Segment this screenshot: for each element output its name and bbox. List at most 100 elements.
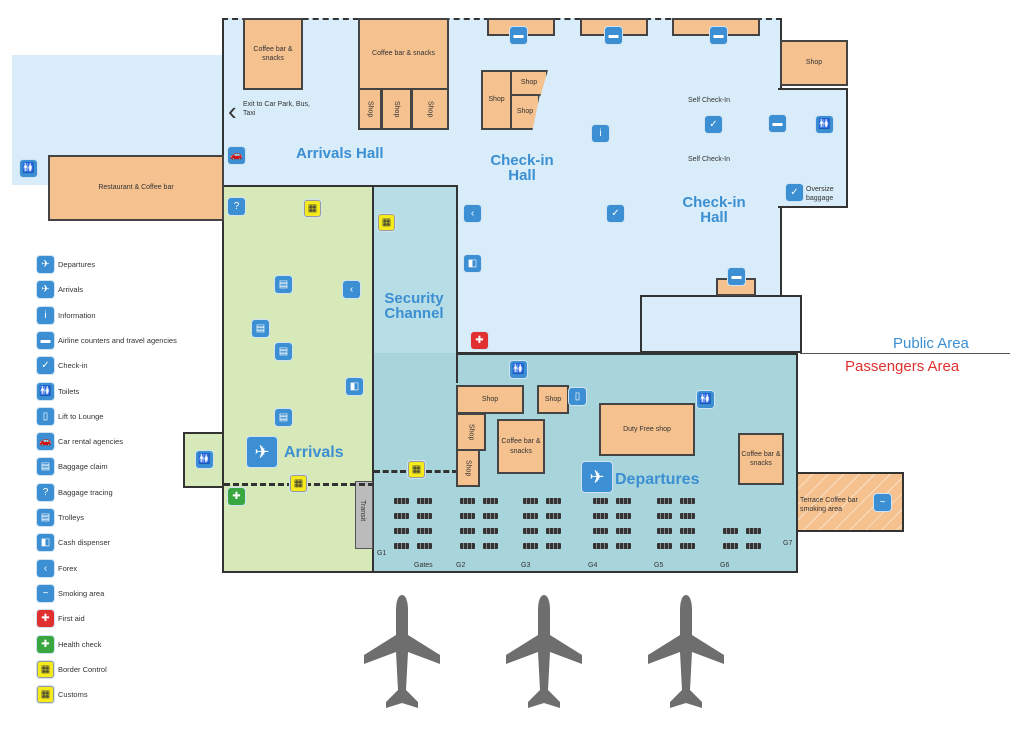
oversize-baggage-label: Oversize baggage bbox=[806, 186, 834, 203]
seat-row bbox=[679, 542, 696, 550]
cash-dispenser-icon[interactable]: ◧ bbox=[464, 255, 481, 272]
seat-row bbox=[545, 497, 562, 505]
toilets-icon[interactable]: 🚻 bbox=[816, 116, 833, 133]
restaurant: Restaurant & Coffee bar bbox=[48, 155, 224, 221]
seat-row bbox=[545, 512, 562, 520]
lift-icon: ▯ bbox=[37, 407, 54, 425]
seat-row bbox=[615, 542, 632, 550]
seat-row bbox=[459, 527, 476, 535]
arrivals-annex bbox=[183, 432, 224, 488]
seat-row bbox=[615, 512, 632, 520]
trolley-icon[interactable]: ▤ bbox=[252, 320, 269, 337]
shop: Shop bbox=[537, 385, 569, 414]
airline-counter-icon[interactable]: ▬ bbox=[710, 27, 727, 44]
coffee-bar: Coffee bar & snacks bbox=[243, 18, 303, 90]
seat-row bbox=[416, 527, 433, 535]
seat-row bbox=[615, 527, 632, 535]
aircraft-parking bbox=[364, 595, 724, 708]
toilets-icon[interactable]: 🚻 bbox=[196, 451, 213, 468]
legend-item: ▯Lift to Lounge bbox=[37, 407, 103, 425]
airline-counter-icon[interactable]: ▬ bbox=[728, 268, 745, 285]
departures-zone-left bbox=[456, 353, 798, 383]
cash-icon: ◧ bbox=[37, 534, 54, 552]
seat-row bbox=[679, 527, 696, 535]
border-icon: ▦ bbox=[37, 660, 54, 678]
exit-label: Exit to Car Park, Bus, Taxi bbox=[243, 101, 310, 118]
legend-item: ✈ Departures bbox=[37, 256, 95, 273]
baggage-claim-icon[interactable]: ▤ bbox=[275, 343, 292, 360]
transit-label: Transit bbox=[359, 500, 367, 522]
seat-row bbox=[592, 527, 609, 535]
seat-row bbox=[416, 497, 433, 505]
legend-label: Car rental agencies bbox=[58, 437, 124, 447]
airline-counter-icon[interactable]: ▬ bbox=[605, 27, 622, 44]
legend-item: ▦Customs bbox=[37, 686, 88, 704]
departures-icon: ✈ bbox=[37, 256, 54, 273]
forex-icon[interactable]: ‹ bbox=[343, 281, 360, 298]
seat-row bbox=[615, 497, 632, 505]
legend-item: ✓Check-in bbox=[37, 357, 88, 375]
seat-row bbox=[416, 542, 433, 550]
legend-label: Cash dispenser bbox=[58, 538, 111, 548]
check-in-icon[interactable]: ✓ bbox=[705, 116, 722, 133]
health-check-icon[interactable]: ✚ bbox=[228, 488, 245, 505]
legend-item: ?Baggage tracing bbox=[37, 483, 113, 501]
gates-label: Gates bbox=[414, 562, 433, 569]
seat-row bbox=[592, 512, 609, 520]
self-checkin-label: Self Check-In bbox=[688, 156, 731, 163]
baggage-claim-icon[interactable]: ▤ bbox=[275, 276, 292, 293]
forex-icon[interactable]: ‹ bbox=[464, 205, 481, 222]
aircraft-icon bbox=[364, 595, 440, 708]
lift-icon[interactable]: ▯ bbox=[569, 388, 586, 405]
seat-row bbox=[722, 527, 739, 535]
check-in-icon[interactable]: ✓ bbox=[607, 205, 624, 222]
shop: Shop bbox=[456, 385, 524, 414]
legend-label: Trolleys bbox=[58, 513, 84, 522]
border-control-icon[interactable]: ▦ bbox=[408, 461, 425, 478]
health-icon: ✚ bbox=[37, 635, 54, 653]
airline-counter-icon[interactable]: ▬ bbox=[510, 27, 527, 44]
information-icon: i bbox=[37, 306, 54, 324]
legend-label: Departures bbox=[58, 260, 96, 269]
car-icon: 🚗 bbox=[37, 433, 54, 451]
airline-counter-icon[interactable]: ▬ bbox=[769, 115, 786, 132]
seat-row bbox=[459, 512, 476, 520]
seat-row bbox=[482, 542, 499, 550]
legend-label: Baggage claim bbox=[58, 462, 108, 472]
legend-item: ▬Airline counters and travel agencies bbox=[37, 331, 177, 349]
toilets-icon[interactable]: 🚻 bbox=[20, 160, 37, 177]
first-aid-icon[interactable]: ✚ bbox=[471, 332, 488, 349]
coffee-bar: Coffee bar & snacks bbox=[738, 433, 784, 485]
toilets-icon[interactable]: 🚻 bbox=[510, 361, 527, 378]
legend-item: ▦Border Control bbox=[37, 660, 107, 678]
seat-row bbox=[722, 542, 739, 550]
seat-row bbox=[482, 527, 499, 535]
check-in-icon[interactable]: ✓ bbox=[786, 184, 803, 201]
smoking-icon: ~ bbox=[37, 584, 54, 602]
baggage-tracing-icon[interactable]: ? bbox=[228, 198, 245, 215]
passengers-area-label: Passengers Area bbox=[845, 358, 960, 375]
gate-g2: G2 bbox=[456, 562, 466, 569]
security-channel-label: Security Channel bbox=[384, 290, 444, 322]
gate-g3: G3 bbox=[521, 562, 531, 569]
first-aid-icon: ✚ bbox=[37, 610, 54, 628]
legend-label: Airline counters and travel agencies bbox=[58, 335, 177, 345]
legend-item: ~Smoking area bbox=[37, 584, 104, 602]
legend-item: ✚First aid bbox=[37, 610, 85, 628]
car-rental-icon[interactable]: 🚗 bbox=[228, 147, 245, 164]
legend-item: ▤Trolleys bbox=[37, 509, 84, 526]
toilets-icon[interactable]: 🚻 bbox=[697, 391, 714, 408]
shop: Shop bbox=[456, 449, 480, 487]
legend-label: Baggage tracing bbox=[58, 487, 113, 497]
customs-icon[interactable]: ▦ bbox=[304, 200, 321, 217]
smoking-icon[interactable]: ~ bbox=[874, 494, 891, 511]
border-control-icon[interactable]: ▦ bbox=[290, 475, 307, 492]
customs-icon[interactable]: ▦ bbox=[378, 214, 395, 231]
seat-row bbox=[522, 512, 539, 520]
checkin-hall-label: Check-in Hall bbox=[490, 152, 554, 184]
seat-row bbox=[656, 527, 673, 535]
baggage-claim-icon[interactable]: ▤ bbox=[275, 409, 292, 426]
information-icon[interactable]: i bbox=[592, 125, 609, 142]
seat-row bbox=[393, 512, 410, 520]
cash-dispenser-icon[interactable]: ◧ bbox=[346, 378, 363, 395]
